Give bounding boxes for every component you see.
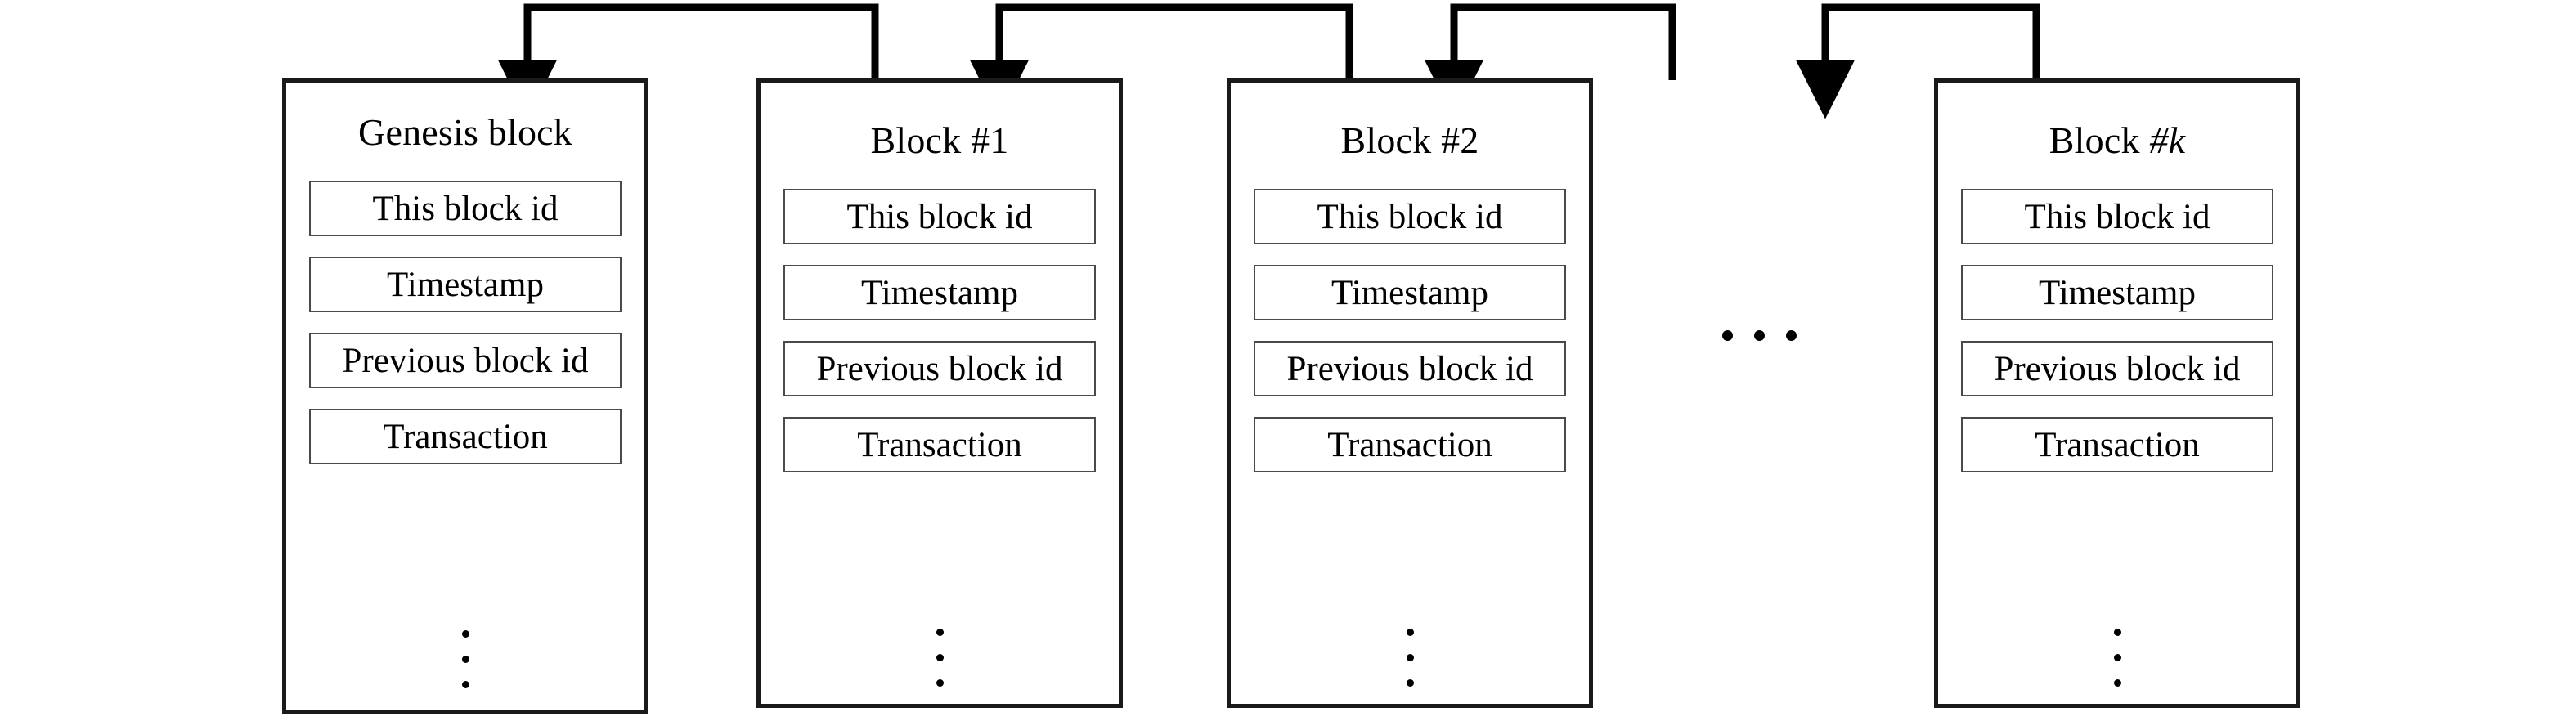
field-label: This block id (372, 189, 559, 228)
field-transaction[interactable]: Transaction (1961, 417, 2273, 472)
field-timestamp[interactable]: Timestamp (1961, 265, 2273, 320)
vertical-ellipsis-icon (761, 629, 1119, 687)
connector-chain-continues-into-block-k (1796, 3, 2040, 119)
vertical-ellipsis-icon (286, 630, 644, 688)
field-label: Timestamp (861, 273, 1018, 312)
field-this-block-id[interactable]: This block id (1254, 189, 1566, 244)
field-label: Transaction (1327, 425, 1492, 464)
field-previous-block-id[interactable]: Previous block id (1254, 341, 1566, 396)
field-label: This block id (2024, 197, 2210, 236)
block-fields-genesis: This block id Timestamp Previous block i… (309, 181, 622, 485)
block-title-block-1: Block #1 (761, 119, 1119, 162)
field-label: Timestamp (387, 265, 544, 304)
block-title-text: Genesis block (358, 111, 572, 153)
connector-block-1-to-block-2 (970, 3, 1353, 119)
connector-genesis-to-block-1 (498, 3, 879, 119)
field-transaction[interactable]: Transaction (309, 409, 622, 464)
connector-block-2-to-next (1425, 3, 1676, 119)
block-fields-block-2: This block id Timestamp Previous block i… (1254, 189, 1566, 493)
block-card-block-2[interactable]: Block #2 This block id Timestamp Previou… (1227, 78, 1593, 708)
block-title-block-k: Block #k (1938, 119, 2296, 162)
field-previous-block-id[interactable]: Previous block id (783, 341, 1096, 396)
block-fields-block-1: This block id Timestamp Previous block i… (783, 189, 1096, 493)
vertical-ellipsis-icon (1231, 629, 1589, 687)
block-title-suffix: #k (2149, 119, 2186, 161)
block-fields-block-k: This block id Timestamp Previous block i… (1961, 189, 2273, 493)
field-label: Previous block id (342, 341, 589, 380)
block-title-text: Block #1 (870, 119, 1009, 161)
vertical-ellipsis-icon (1938, 629, 2296, 687)
block-card-block-k[interactable]: Block #k This block id Timestamp Previou… (1934, 78, 2300, 708)
field-label: This block id (846, 197, 1033, 236)
field-label: Transaction (857, 425, 1022, 464)
field-previous-block-id[interactable]: Previous block id (309, 333, 622, 388)
field-transaction[interactable]: Transaction (1254, 417, 1566, 472)
field-label: Previous block id (816, 349, 1063, 388)
block-title-text: Block (2049, 119, 2150, 161)
field-timestamp[interactable]: Timestamp (309, 257, 622, 312)
block-title-text: Block #2 (1340, 119, 1479, 161)
block-card-block-1[interactable]: Block #1 This block id Timestamp Previou… (756, 78, 1123, 708)
field-previous-block-id[interactable]: Previous block id (1961, 341, 2273, 396)
field-label: Previous block id (1286, 349, 1533, 388)
field-label: Transaction (383, 417, 548, 456)
block-card-genesis[interactable]: Genesis block This block id Timestamp Pr… (282, 78, 648, 714)
field-label: Previous block id (1994, 349, 2241, 388)
field-label: Transaction (2035, 425, 2200, 464)
field-label: Timestamp (1331, 273, 1488, 312)
block-title-genesis: Genesis block (286, 111, 644, 154)
field-transaction[interactable]: Transaction (783, 417, 1096, 472)
block-title-block-2: Block #2 (1231, 119, 1589, 162)
field-timestamp[interactable]: Timestamp (783, 265, 1096, 320)
horizontal-ellipsis-icon (1722, 330, 1797, 341)
field-label: Timestamp (2039, 273, 2196, 312)
field-timestamp[interactable]: Timestamp (1254, 265, 1566, 320)
field-this-block-id[interactable]: This block id (309, 181, 622, 236)
field-this-block-id[interactable]: This block id (783, 189, 1096, 244)
field-this-block-id[interactable]: This block id (1961, 189, 2273, 244)
field-label: This block id (1317, 197, 1503, 236)
